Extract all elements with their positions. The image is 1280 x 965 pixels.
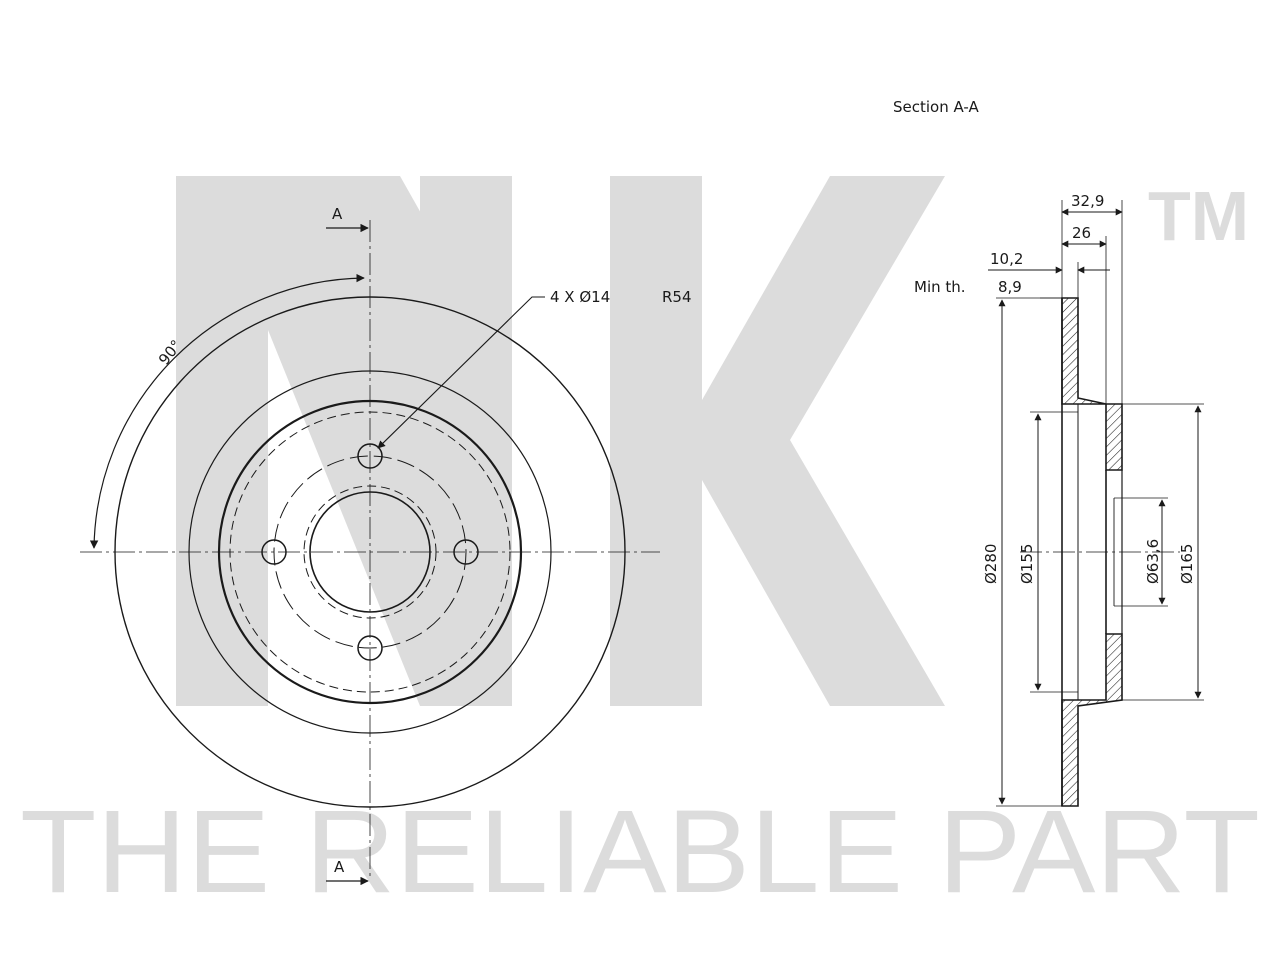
svg-text:Ø280: Ø280 xyxy=(982,544,1000,584)
svg-text:Ø155: Ø155 xyxy=(1018,544,1036,584)
trademark-text: TM xyxy=(1148,177,1249,255)
dimension-dia-63-6: Ø63,6 xyxy=(1114,497,1168,607)
section-hatch-upper xyxy=(1061,297,1123,471)
svg-text:10,2: 10,2 xyxy=(990,250,1023,268)
dimension-min-thickness: Min th. 8,9 xyxy=(914,278,1062,299)
dimension-32-9: 32,9 xyxy=(1061,192,1123,404)
svg-text:A: A xyxy=(332,205,343,223)
section-title: Section A-A xyxy=(893,98,980,116)
nk-logo-watermark: TM xyxy=(176,176,1249,706)
tagline-watermark: THE RELIABLE PART xyxy=(20,786,1260,918)
disc-outer-edge xyxy=(114,296,626,808)
dimension-10-2: 10,2 xyxy=(988,250,1110,298)
svg-text:A: A xyxy=(334,858,345,876)
bolt-circle xyxy=(273,455,467,649)
angle-arc xyxy=(89,273,365,549)
bolt-hole-right xyxy=(453,539,479,565)
svg-text:Ø63,6: Ø63,6 xyxy=(1144,539,1162,584)
min-thickness-label: Min th. xyxy=(914,278,966,296)
disc-section-view: Section A-A 32,9 26 10,2 xyxy=(893,98,1204,807)
section-marker-top: A xyxy=(326,205,369,233)
svg-text:Ø165: Ø165 xyxy=(1178,544,1196,584)
braking-surface-inner-edge xyxy=(188,370,552,734)
dimension-26: 26 xyxy=(1061,224,1107,404)
centre-bore xyxy=(309,491,431,613)
dimension-dia-155: Ø155 xyxy=(1018,411,1078,693)
hub-hidden-contour xyxy=(229,411,511,693)
dimension-dia-280: Ø280 xyxy=(982,297,1062,807)
min-thickness-value: 8,9 xyxy=(998,278,1022,296)
svg-text:26: 26 xyxy=(1072,224,1091,242)
bolt-leader-line xyxy=(377,296,545,449)
hub-outer-edge xyxy=(217,399,523,705)
svg-text:32,9: 32,9 xyxy=(1071,192,1104,210)
pitch-radius-label: R54 xyxy=(662,288,692,306)
section-marker-bottom: A xyxy=(326,858,369,886)
dimension-dia-165: Ø165 xyxy=(1122,403,1204,701)
bolt-pattern-label: 4 X Ø14 xyxy=(550,288,610,306)
centre-bore-hidden xyxy=(303,485,437,619)
section-hatch-lower xyxy=(1061,633,1123,807)
bolt-hole-bottom xyxy=(357,635,383,661)
